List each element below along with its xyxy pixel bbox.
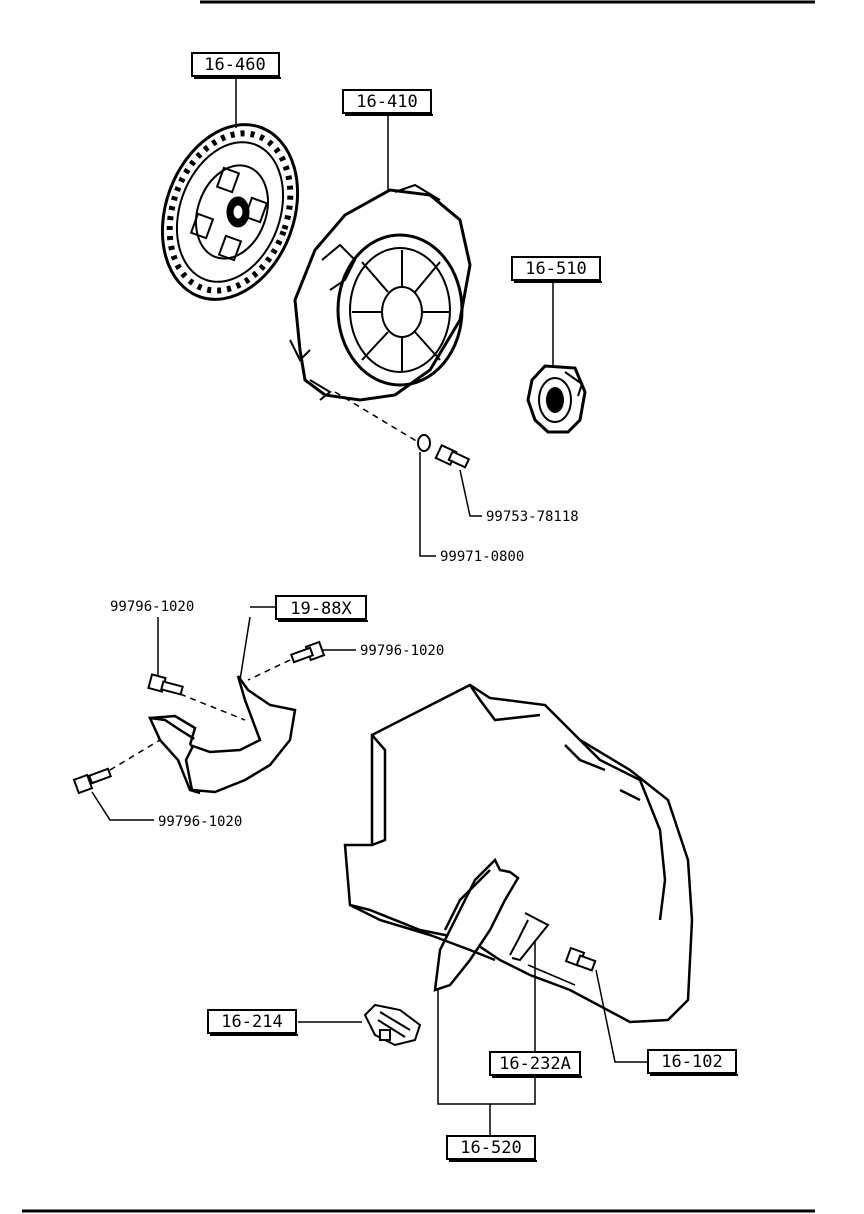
leader-99753-78118 <box>459 469 482 517</box>
cover-bolt-dashed-line <box>334 391 419 443</box>
label-19-88X: 19-88X <box>290 599 352 619</box>
clutch-cover-drawing <box>289 183 472 402</box>
label-box-16-520 <box>446 1135 536 1160</box>
release-fork-drawing <box>429 857 520 992</box>
label-box-16-510 <box>511 256 601 281</box>
label-16-102: 16-102 <box>661 1052 722 1072</box>
label-16-460: 16-460 <box>204 55 265 75</box>
label-16-232A: 16-232A <box>499 1054 571 1074</box>
label-99971-0800: 99971-0800 <box>440 549 524 565</box>
under-cover-bolts <box>72 640 326 795</box>
label-16-520: 16-520 <box>460 1138 521 1158</box>
label-box-16-410 <box>342 89 432 114</box>
label-box-16-460 <box>191 52 280 77</box>
label-99796-1020-top: 99796-1020 <box>110 599 194 615</box>
dust-boot-bolt-drawing <box>564 946 597 972</box>
label-box-16-102 <box>647 1049 737 1074</box>
leader-19-88X <box>239 616 251 681</box>
clutch-disc-drawing <box>160 123 300 301</box>
label-box-16-214 <box>207 1009 297 1034</box>
washer-drawing <box>417 434 431 452</box>
label-99796-1020-right: 99796-1020 <box>360 643 444 659</box>
release-bearing-drawing <box>526 364 587 434</box>
leader-16-520 <box>437 990 536 1105</box>
transmission-housing-drawing <box>343 683 694 1024</box>
leader-99796-1020-bottom <box>91 791 154 821</box>
label-99753-78118: 99753-78118 <box>486 509 579 525</box>
leader-99971-0800 <box>419 452 436 557</box>
cover-bolt-drawing <box>434 443 471 469</box>
release-fork-spring-drawing <box>509 912 550 962</box>
label-16-214: 16-214 <box>221 1012 282 1032</box>
label-16-510: 16-510 <box>525 259 586 279</box>
leader-16-102 <box>595 969 648 1063</box>
under-cover-drawing <box>147 675 297 795</box>
pivot-pin-drawing <box>363 1003 422 1047</box>
dust-boot-line <box>527 964 576 986</box>
label-16-410: 16-410 <box>356 92 417 112</box>
under-cover-dashed-lines <box>109 659 291 771</box>
label-99796-1020-bottom: 99796-1020 <box>158 814 242 830</box>
